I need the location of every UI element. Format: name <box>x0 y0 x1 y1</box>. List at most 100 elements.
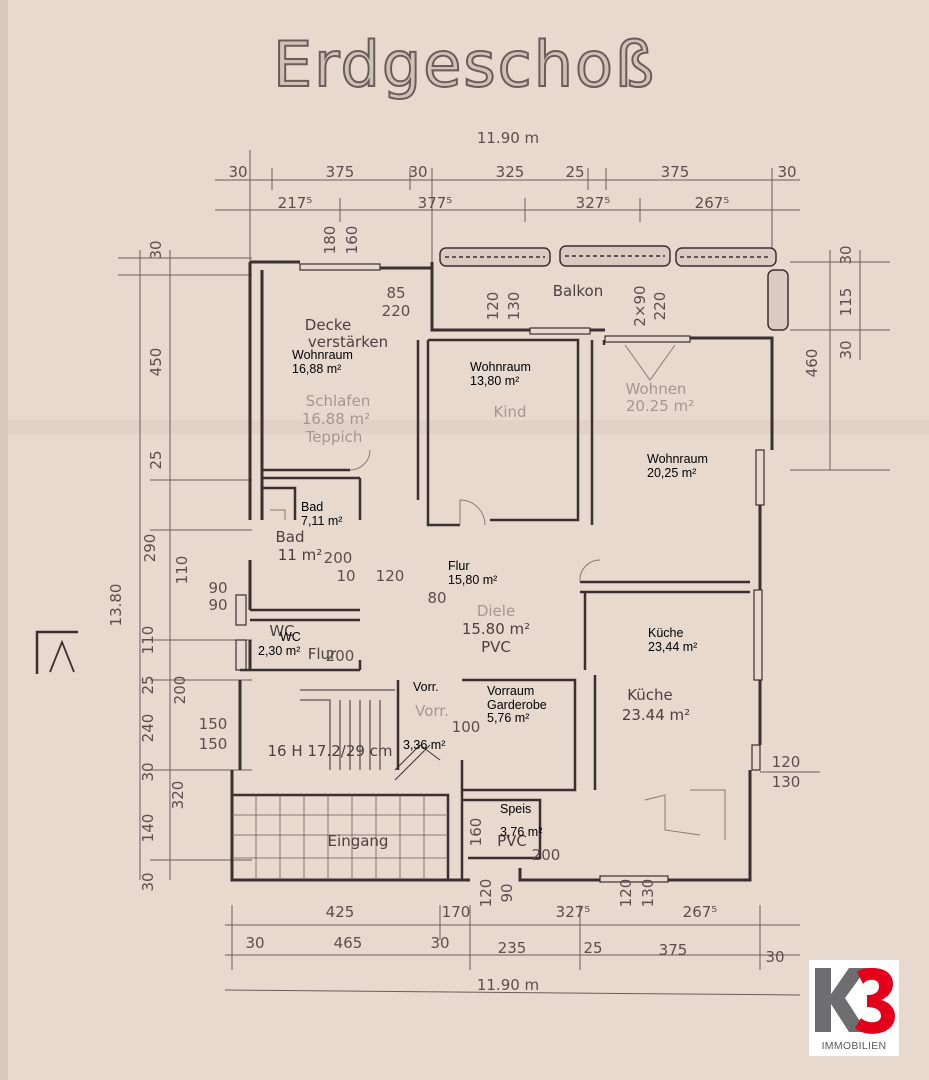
dim-inner: 200 <box>531 846 561 864</box>
dim-inner: 120 <box>484 291 502 321</box>
old-label-wc: WC <box>269 622 295 640</box>
old-label-decke: Decke <box>304 316 352 334</box>
old-label-pvc: PVC <box>481 638 511 656</box>
inner-walls <box>232 338 750 880</box>
k3-immobilien-logo: IMMOBILIEN <box>809 960 899 1056</box>
north-arrow-icon <box>35 630 78 674</box>
dim-top: 267⁵ <box>694 194 730 212</box>
dim-right: 30 <box>837 340 855 360</box>
dim-left: 30 <box>147 240 165 260</box>
old-label-kuche: Küche <box>627 686 673 704</box>
dim-inner: 80 <box>427 589 447 607</box>
old-label-balkon: Balkon <box>552 282 604 300</box>
room-name: WC <box>280 630 301 644</box>
dim-left: 200 <box>171 675 189 705</box>
room-area-vorr: 3,36 m² <box>403 738 446 752</box>
dim-left: 450 <box>147 347 165 377</box>
door-swings <box>349 344 676 583</box>
dim-top: 30 <box>777 163 797 181</box>
old-label-kuche-area: 23.44 m² <box>621 706 691 724</box>
dim-bottom: 327⁵ <box>555 903 591 921</box>
dim-left: 110 <box>173 555 191 585</box>
room-name: Vorr. <box>413 680 439 694</box>
room-label-bad: Bad 7,11 m² <box>301 500 342 528</box>
dim-bottom: 425 <box>325 903 355 921</box>
room-label-wohnraum-2: Wohnraum 13,80 m² <box>470 360 531 388</box>
room-name: Wohnraum <box>292 348 353 362</box>
k3-logo-mark-icon <box>815 967 895 1034</box>
dim-bottom: 30 <box>430 934 450 952</box>
old-label-diele-area: 15.80 m² <box>461 620 531 638</box>
dim-inner: 85 <box>386 284 406 302</box>
dim-bottom: 375 <box>658 941 688 959</box>
room-label-wohnraum-1: Wohnraum 16,88 m² <box>292 348 353 376</box>
dim-bottom: 170 <box>441 903 471 921</box>
dim-left: 25 <box>139 675 157 695</box>
dim-inner: 130 <box>505 291 523 321</box>
dim-left: 320 <box>169 780 187 810</box>
dim-inner: 200 <box>323 549 353 567</box>
dim-inner: 2×90 <box>631 285 649 327</box>
room-label-wohnraum-3: Wohnraum 20,25 m² <box>647 452 708 480</box>
dim-right: 460 <box>803 348 821 378</box>
dim-inner: 120 <box>477 878 495 908</box>
dim-left: 110 <box>139 625 157 655</box>
old-label-verstarken: verstärken <box>307 333 389 351</box>
balcony-railing <box>439 245 789 331</box>
outer-walls <box>230 260 774 882</box>
dim-inner: 160 <box>343 225 361 255</box>
room-area: 5,76 m² <box>487 711 530 725</box>
old-label-teppich: Teppich <box>305 428 363 446</box>
dim-inner: 90 <box>498 883 516 903</box>
room-name: Küche <box>648 626 684 640</box>
room-label-wc: WC 2,30 m² <box>258 630 301 658</box>
dim-inner: 130 <box>639 878 657 908</box>
dim-right: 115 <box>837 287 855 317</box>
dim-right: 30 <box>837 245 855 265</box>
room-area: 23,44 m² <box>648 640 698 654</box>
dimension-lines-top <box>215 150 800 262</box>
dim-inner: 10 <box>336 567 356 585</box>
room-name: Wohnraum <box>470 360 531 374</box>
dim-left: 90 <box>208 596 228 614</box>
dim-top: 217⁵ <box>277 194 313 212</box>
dim-bottom: 30 <box>765 948 785 966</box>
old-label-kind: Kind <box>493 403 527 421</box>
dim-inner: 200 <box>325 647 355 665</box>
old-label-bad-area: 11 m² <box>277 546 323 564</box>
room-area: 20,25 m² <box>647 466 697 480</box>
old-label-pvc-speis: PVC <box>497 832 527 850</box>
dimension-lines-left <box>118 250 252 880</box>
plan-title: Erdgeschoß <box>272 27 657 102</box>
room-name: Vorraum Garderobe <box>487 684 547 712</box>
old-label-vorr: Vorr. <box>415 702 449 720</box>
room-area: 13,80 m² <box>470 374 520 388</box>
logo-subtitle: IMMOBILIEN <box>821 1040 887 1052</box>
dim-top: 30 <box>228 163 248 181</box>
dim-inner: 180 <box>321 225 339 255</box>
dim-inner: 100 <box>451 718 481 736</box>
dim-inner: 120 <box>375 567 405 585</box>
room-area: 15,80 m² <box>448 573 498 587</box>
dim-top: 375 <box>660 163 690 181</box>
room-name: Wohnraum <box>647 452 708 466</box>
room-label-vorr: Vorr. <box>413 680 439 694</box>
dim-left: 240 <box>139 713 157 743</box>
dim-inner: 120 <box>617 878 635 908</box>
dim-bottom: 25 <box>583 939 603 957</box>
old-label-schlafen: Schlafen <box>305 392 371 410</box>
dim-top: 327⁵ <box>575 194 611 212</box>
old-label-bad: Bad <box>275 528 305 546</box>
dimension-lines-bottom <box>224 905 801 996</box>
dim-bottom: 30 <box>245 934 265 952</box>
total-width-top: 11.90 m <box>476 129 540 147</box>
dim-inner: 160 <box>467 817 485 847</box>
dim-left: 25 <box>147 450 165 470</box>
dim-left: 30 <box>139 762 157 782</box>
old-label-wohnen-area: 20.25 m² <box>625 397 695 415</box>
room-name: Bad <box>301 500 324 514</box>
old-label-diele: Diele <box>476 602 516 620</box>
dim-left: 140 <box>139 813 157 843</box>
old-label-eingang: Eingang <box>327 832 389 850</box>
room-area: 2,30 m² <box>258 644 301 658</box>
